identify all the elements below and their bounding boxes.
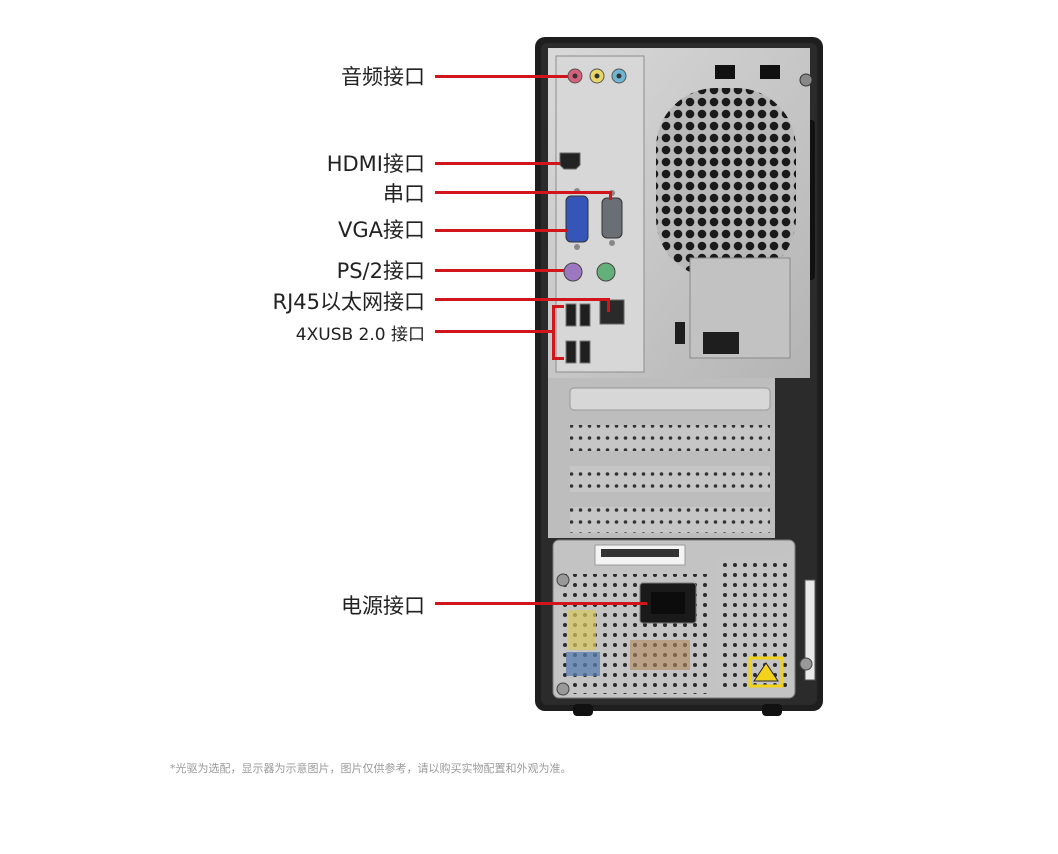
hdmi-port [559, 152, 581, 170]
usb-bracket [552, 305, 555, 360]
usb-bracket-top [552, 305, 564, 308]
leader-ps2 [435, 269, 564, 272]
label-vga: VGA接口 [337, 218, 425, 242]
usb-port [579, 340, 591, 364]
expansion-slot-cover [570, 466, 770, 492]
label-audio: 音频接口 [341, 65, 425, 89]
leader-serial-drop [609, 191, 612, 200]
chassis-foot [573, 704, 593, 716]
usb-bracket-bottom [552, 357, 564, 360]
psu-vent [718, 558, 790, 688]
label-rj45: RJ45以太网接口 [272, 290, 425, 314]
label-serial: 串口 [383, 182, 425, 206]
ps2-port-green [596, 262, 616, 282]
expansion-slot-cover [570, 425, 770, 451]
leader-usb [435, 330, 555, 333]
usb-port [565, 340, 577, 364]
chassis-foot [762, 704, 782, 716]
footnote: *光驱为选配，显示器为示意图片，图片仅供参考，请以购买实物配置和外观为准。 [170, 762, 572, 775]
label-ps2: PS/2接口 [336, 259, 425, 283]
leader-audio [435, 75, 568, 78]
label-usb: 4XUSB 2.0 接口 [295, 325, 425, 345]
label-hdmi: HDMI接口 [326, 152, 425, 176]
warning-icon [753, 662, 779, 682]
usb-port [579, 303, 591, 327]
leader-power [435, 602, 647, 605]
vga-port [565, 195, 589, 243]
leader-vga [435, 229, 568, 232]
usb-port [565, 303, 577, 327]
ps2-port-purple [563, 262, 583, 282]
expansion-slot-cover [570, 507, 770, 533]
fan-grille [656, 88, 796, 278]
leader-rj45-drop [607, 298, 610, 312]
leader-hdmi [435, 162, 560, 165]
rj45-port [599, 299, 625, 325]
label-power: 电源接口 [341, 594, 425, 618]
serial-port [601, 197, 623, 239]
leader-serial [435, 191, 612, 194]
leader-rj45 [435, 298, 610, 301]
